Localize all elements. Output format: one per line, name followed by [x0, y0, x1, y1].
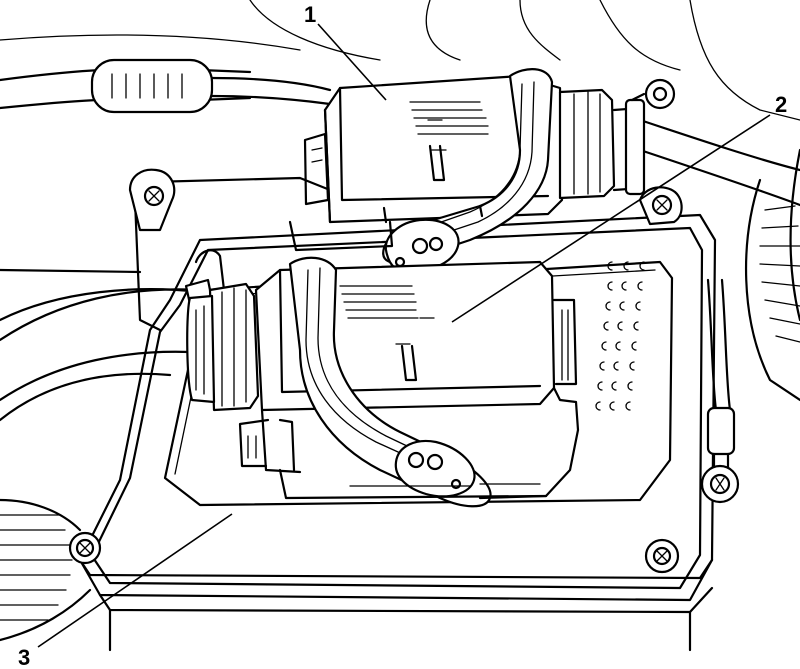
callout-2-leader — [451, 114, 771, 323]
lower-harness-connector — [0, 249, 580, 508]
hose-grip — [90, 58, 214, 114]
callout-3: 3 — [18, 513, 233, 669]
background-hoses — [0, 0, 800, 642]
callout-1: 1 — [304, 2, 387, 101]
connector-pin-row — [595, 261, 645, 411]
upper-harness-connector — [288, 68, 676, 274]
callout-1-leader — [317, 23, 387, 101]
callout-3-leader — [37, 513, 233, 648]
control-module-housing — [68, 168, 740, 652]
callout-2-label: 2 — [775, 92, 787, 117]
callout-3-label: 3 — [18, 645, 30, 669]
callout-2: 2 — [451, 92, 787, 323]
callout-1-label: 1 — [304, 2, 316, 27]
